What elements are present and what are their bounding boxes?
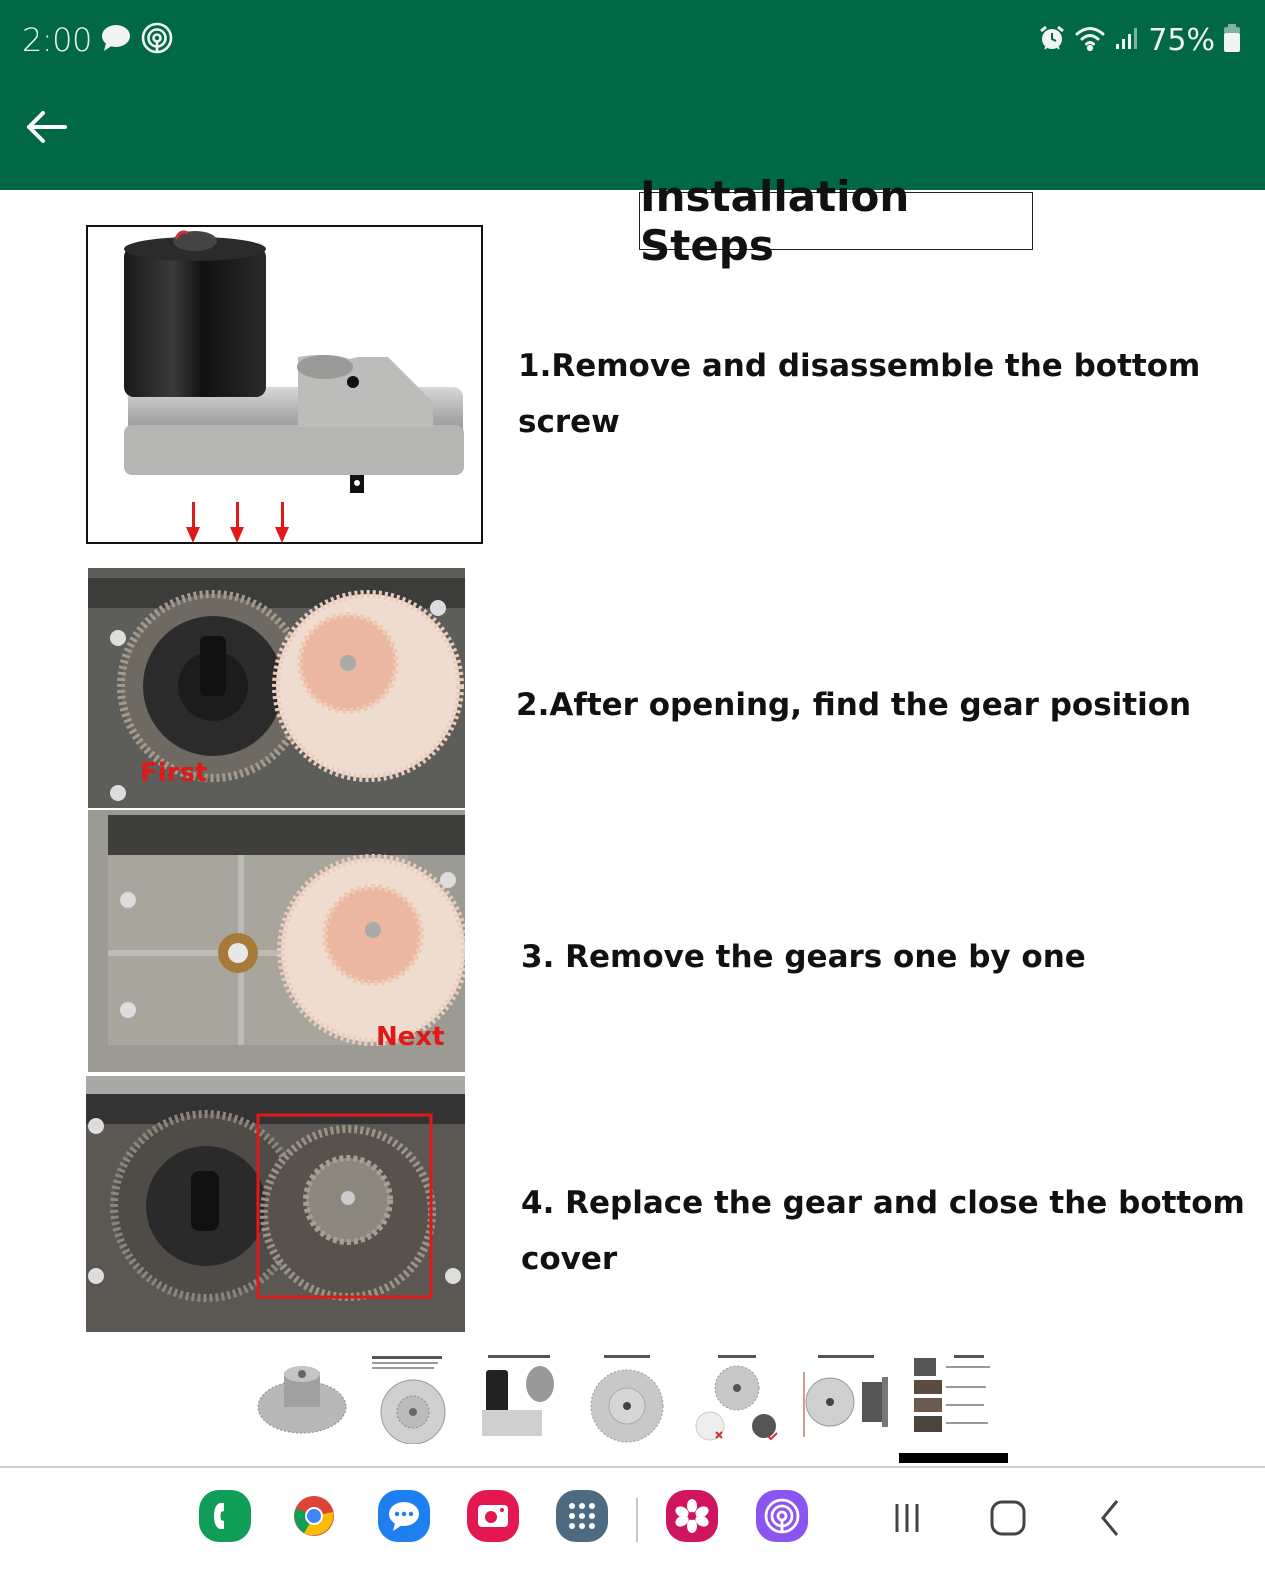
alarm-icon [1038, 24, 1066, 57]
signal-icon [1114, 25, 1140, 56]
app-header: 2:00 75% [0, 0, 1265, 190]
recents-icon [895, 1504, 919, 1532]
step-3: 3. Remove the gears one by one [521, 929, 1086, 985]
step-3-line1: 3. Remove the gears one by one [521, 939, 1086, 975]
flower-icon [675, 1499, 709, 1533]
dock-separator [636, 1498, 638, 1542]
status-time: 2:00 [22, 21, 92, 59]
system-back-button[interactable] [1086, 1494, 1134, 1542]
chat-bubble-icon [100, 23, 132, 58]
battery-icon [1223, 23, 1241, 58]
chrome-app[interactable] [288, 1490, 340, 1542]
camera-app[interactable] [467, 1490, 519, 1542]
battery-percent: 75% [1148, 22, 1215, 58]
home-button[interactable] [984, 1494, 1032, 1542]
messages-app[interactable] [378, 1490, 430, 1542]
find-my-app-icon [764, 1498, 800, 1534]
find-my-icon [140, 21, 174, 60]
back-button[interactable] [22, 104, 72, 150]
page-title-box: Installation Steps [639, 172, 1033, 270]
grid-icon [569, 1503, 595, 1529]
thumbnail-4[interactable] [586, 1352, 668, 1444]
thumbnail-6[interactable] [800, 1352, 892, 1444]
chrome-icon [294, 1496, 334, 1536]
camera-icon [478, 1505, 508, 1527]
gallery-app[interactable] [666, 1490, 718, 1542]
step-4: 4. Replace the gear and close the bottom… [521, 1175, 1245, 1287]
step-4-line1: 4. Replace the gear and close the bottom [521, 1185, 1245, 1221]
find-my-app[interactable] [756, 1490, 808, 1542]
thumbnail-1[interactable] [256, 1352, 348, 1444]
recents-button[interactable] [883, 1494, 931, 1542]
arrow-left-icon [27, 111, 67, 143]
messages-icon [389, 1502, 419, 1531]
gear-position-image: First [88, 568, 465, 808]
navbar-divider [0, 1466, 1265, 1468]
thumbnail-strip [0, 1340, 1265, 1465]
selected-thumbnail-indicator [899, 1453, 1008, 1463]
step-4-line2: cover [521, 1241, 618, 1277]
first-label: First [140, 758, 207, 788]
page-title: Installation Steps [640, 172, 910, 270]
step-1: 1.Remove and disassemble the bottom scre… [518, 338, 1200, 450]
wifi-icon [1074, 25, 1106, 56]
motor-image [86, 225, 483, 544]
status-bar-right: 75% [1038, 20, 1241, 60]
product-image-viewer[interactable]: Installation Steps [0, 172, 1265, 1465]
step-2-line1: 2.After opening, find the gear position [516, 687, 1192, 723]
next-label: Next [376, 1022, 445, 1052]
app-drawer[interactable] [556, 1490, 608, 1542]
step-1-line1: 1.Remove and disassemble the bottom [518, 348, 1201, 384]
chevron-left-icon [1101, 1500, 1119, 1536]
remove-gears-image: Next [88, 810, 465, 1072]
step-1-line2: screw [518, 404, 620, 440]
phone-icon [214, 1503, 224, 1529]
status-bar-left: 2:00 [22, 20, 174, 60]
step-2: 2.After opening, find the gear position [516, 677, 1191, 733]
phone-app[interactable] [199, 1490, 251, 1542]
navigation-bar [0, 1468, 1265, 1580]
home-icon [990, 1500, 1026, 1536]
thumbnail-7-selected[interactable] [908, 1352, 1000, 1444]
thumbnail-5[interactable] [694, 1352, 780, 1444]
thumbnail-3[interactable] [478, 1352, 560, 1444]
thumbnail-2[interactable] [368, 1352, 448, 1445]
replace-gear-image [86, 1076, 465, 1332]
